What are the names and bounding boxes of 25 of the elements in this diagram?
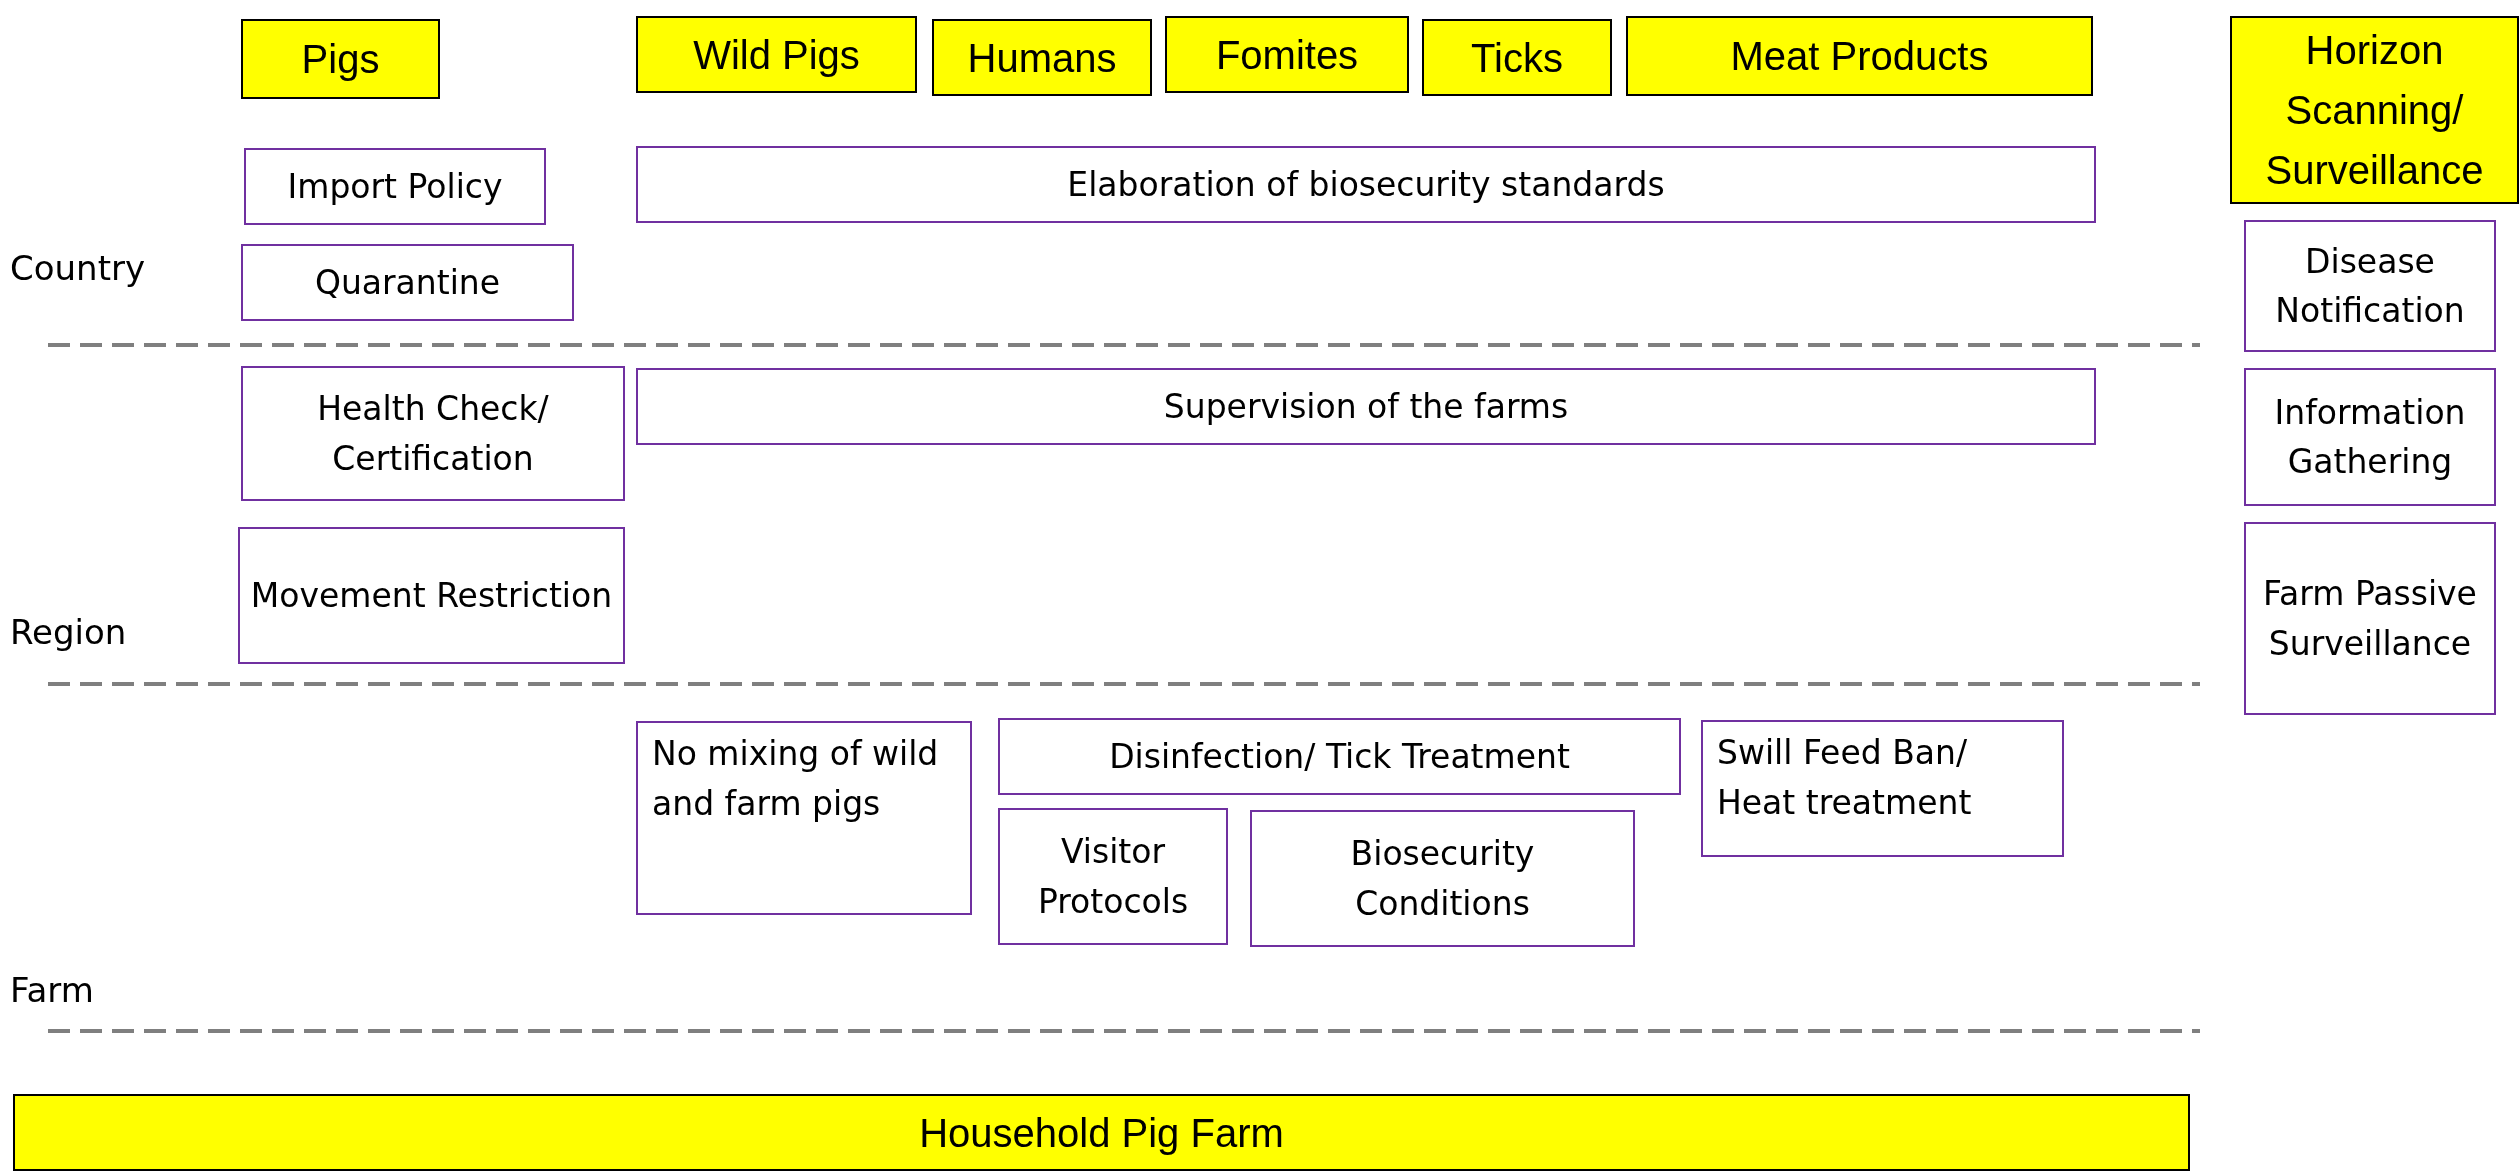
category-box: Ticks <box>1422 19 1612 96</box>
measure-box: No mixing of wild and farm pigs <box>636 721 972 915</box>
measure-box: Import Policy <box>244 148 546 225</box>
category-box: Horizon Scanning/ Surveillance <box>2230 16 2519 204</box>
measure-box: Disease Notification <box>2244 220 2496 352</box>
level-label: Region <box>10 612 127 652</box>
measure-box: Supervision of the farms <box>636 368 2096 445</box>
measure-box: Movement Restriction <box>238 527 625 664</box>
measure-box: Quarantine <box>241 244 574 321</box>
measure-box: Elaboration of biosecurity standards <box>636 146 2096 223</box>
category-box: Humans <box>932 19 1152 96</box>
measure-box: Visitor Protocols <box>998 808 1228 945</box>
measure-box: Farm Passive Surveillance <box>2244 522 2496 715</box>
measure-box: Biosecurity Conditions <box>1250 810 1635 947</box>
measure-box: Health Check/ Certification <box>241 366 625 501</box>
category-box: Meat Products <box>1626 16 2093 96</box>
category-box: Pigs <box>241 19 440 99</box>
category-box: Fomites <box>1165 16 1409 93</box>
category-box: Household Pig Farm <box>13 1094 2190 1171</box>
level-label: Farm <box>10 970 94 1010</box>
measure-box: Disinfection/ Tick Treatment <box>998 718 1681 795</box>
category-box: Wild Pigs <box>636 16 917 93</box>
measure-box: Information Gathering <box>2244 368 2496 506</box>
level-label: Country <box>10 248 146 288</box>
measure-box: Swill Feed Ban/ Heat treatment <box>1701 720 2064 857</box>
